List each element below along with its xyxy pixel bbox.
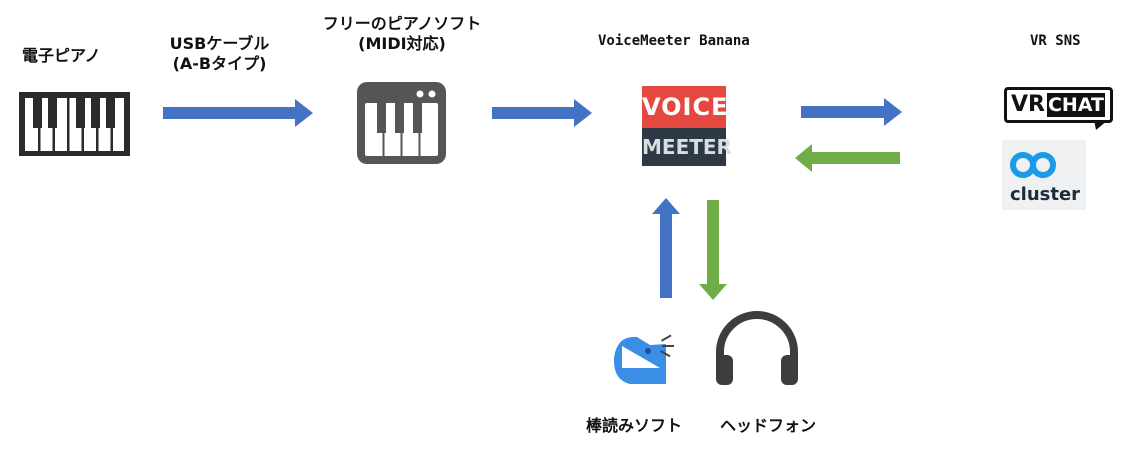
usb-cable-label: USBケーブル (A-Bタイプ) bbox=[162, 34, 277, 74]
vrchat-logo: VR CHAT bbox=[1004, 87, 1114, 127]
bouyomi-label: 棒読みソフト bbox=[586, 416, 683, 435]
voicemeeter-logo: VOICE MEETER bbox=[642, 86, 732, 166]
arrow-software-to-voicemeeter bbox=[492, 99, 592, 127]
arrow-bouyomi-to-voicemeeter bbox=[652, 198, 680, 298]
voicemeeter-logo-bottom: MEETER bbox=[642, 128, 732, 166]
vr-sns-label: VR SNS bbox=[1030, 33, 1081, 49]
piano-label: 電子ピアノ bbox=[22, 46, 101, 65]
piano-keyboard-icon bbox=[19, 92, 130, 156]
arrow-piano-to-software bbox=[163, 99, 313, 127]
piano-app-icon bbox=[357, 82, 446, 164]
piano-software-line2: (MIDI対応) bbox=[358, 34, 446, 53]
vrchat-logo-vr: VR bbox=[1011, 92, 1045, 117]
voicemeeter-logo-top: VOICE bbox=[642, 86, 728, 128]
voicemeeter-label: VoiceMeeter Banana bbox=[598, 33, 750, 49]
arrow-voicemeeter-to-vrsns bbox=[801, 98, 902, 126]
bouyomi-bird-icon bbox=[613, 334, 674, 384]
headphones-label: ヘッドフォン bbox=[720, 416, 817, 435]
cluster-logo bbox=[1002, 140, 1086, 210]
headphones-icon bbox=[716, 311, 798, 385]
arrow-vrsns-to-voicemeeter bbox=[795, 144, 900, 172]
piano-software-label: フリーのピアノソフト (MIDI対応) bbox=[312, 14, 492, 54]
piano-software-line1: フリーのピアノソフト bbox=[322, 14, 482, 33]
usb-cable-line1: USBケーブル bbox=[169, 34, 270, 53]
cluster-logo-text-wrap: cluster bbox=[1002, 140, 1086, 210]
vrchat-logo-box: VR CHAT bbox=[1004, 87, 1113, 123]
arrow-voicemeeter-to-headphones bbox=[699, 200, 727, 300]
vrchat-logo-chat: CHAT bbox=[1047, 93, 1105, 117]
cluster-logo-word: cluster bbox=[1010, 184, 1081, 205]
usb-cable-line2: (A-Bタイプ) bbox=[172, 54, 267, 73]
